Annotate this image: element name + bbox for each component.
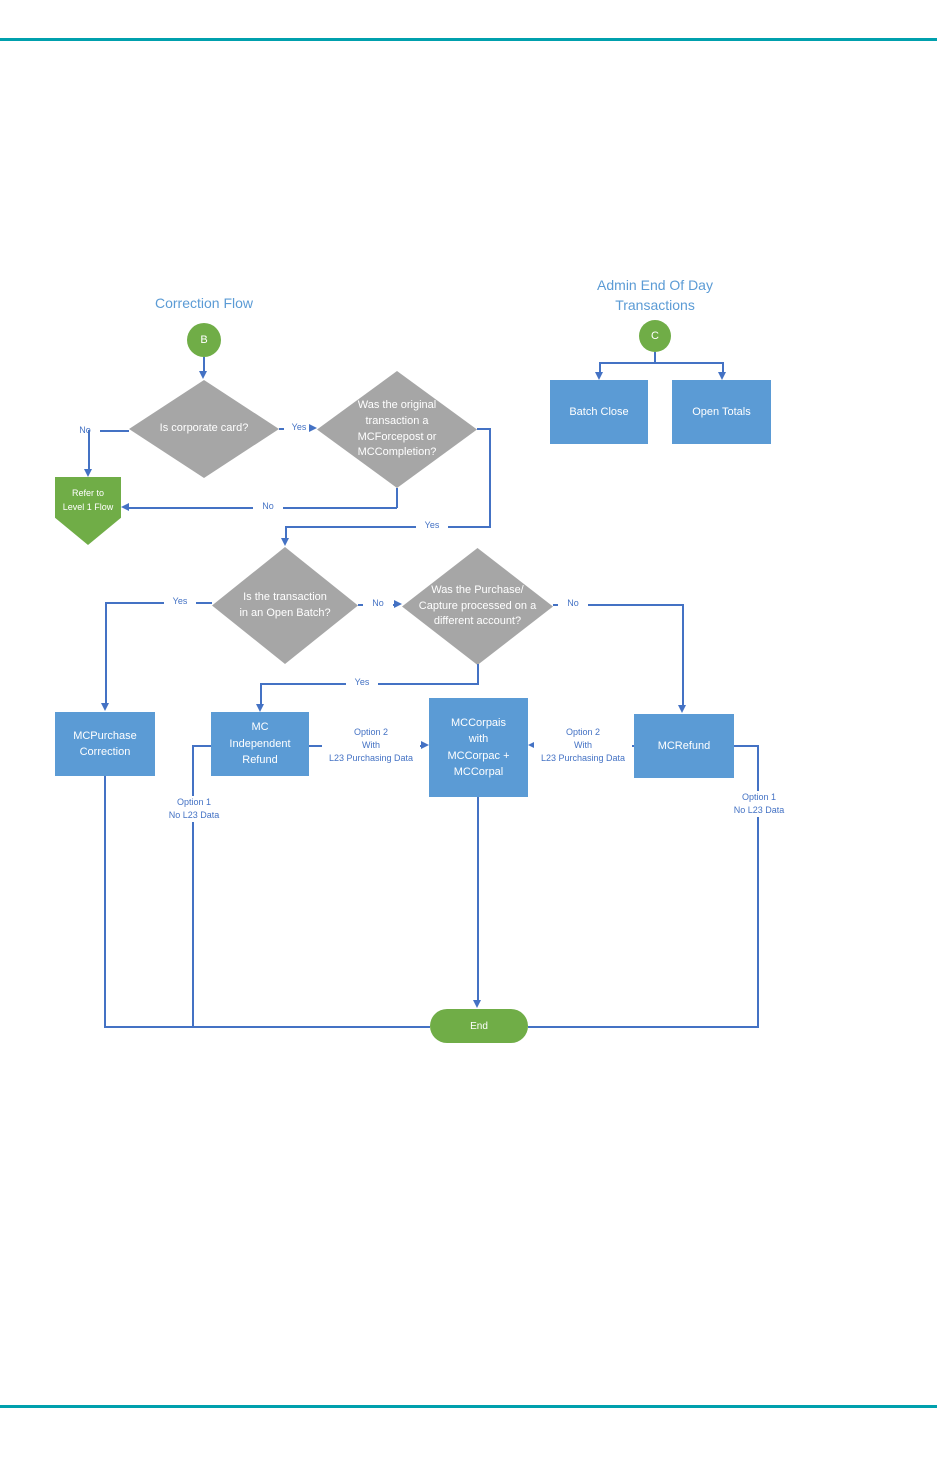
process-mc-independent-refund: MC Independent Refund	[211, 712, 309, 776]
connector-line	[477, 664, 479, 685]
arrowhead-down-icon	[84, 469, 92, 477]
connector-line	[722, 362, 724, 373]
label-yes-corporate: Yes	[284, 421, 314, 435]
connector-line	[599, 362, 724, 364]
arrowhead-down-icon	[256, 704, 264, 712]
connector-line	[757, 745, 759, 1027]
connector-line	[599, 362, 601, 373]
label-no-original: No	[253, 500, 283, 514]
process-batch-close: Batch Close	[550, 380, 648, 444]
decision-open-batch-label: Is the transaction in an Open Batch?	[239, 590, 331, 619]
process-mc-independent-refund-label: MC Independent Refund	[229, 721, 291, 767]
connector-line	[682, 604, 684, 706]
connector-line	[88, 430, 129, 432]
decision-different-account-label: Was the Purchase/ Capture processed on a…	[418, 583, 537, 628]
process-mccorpais-label: MCCorpais with MCCorpac + MCCorpal	[447, 716, 510, 779]
start-connector-b: B	[187, 323, 221, 357]
arrowhead-down-icon	[281, 538, 289, 546]
connector-line	[477, 428, 491, 430]
start-connector-c: C	[639, 320, 671, 352]
arrowhead-down-icon	[678, 705, 686, 713]
process-open-totals-label: Open Totals	[692, 405, 751, 418]
process-batch-close-label: Batch Close	[569, 405, 629, 418]
arrowhead-right-icon	[309, 424, 317, 432]
connector-line	[396, 488, 398, 508]
arrowhead-down-icon	[718, 372, 726, 380]
label-option2-left: Option 2 With L23 Purchasing Data	[322, 726, 420, 766]
end-terminator-label: End	[470, 1020, 488, 1032]
connector-line	[88, 430, 90, 470]
label-option1-right: Option 1 No L23 Data	[721, 791, 797, 818]
bottom-rule	[0, 1405, 937, 1408]
connector-line	[553, 604, 683, 606]
connector-line	[105, 602, 212, 604]
connector-line	[654, 352, 656, 363]
connector-line	[477, 797, 479, 1001]
process-open-totals: Open Totals	[672, 380, 771, 444]
process-mccorpais: MCCorpais with MCCorpac + MCCorpal	[429, 698, 528, 797]
connector-line	[105, 602, 107, 704]
connector-line	[528, 1026, 759, 1028]
connector-line	[104, 776, 106, 1027]
decision-corporate-card-label: Is corporate card?	[159, 422, 249, 435]
arrowhead-left-icon	[121, 503, 129, 511]
label-yes-original: Yes	[416, 519, 448, 533]
decision-corporate-card: Is corporate card?	[129, 380, 279, 478]
decision-original-transaction-label: Was the original transaction a MCForcepo…	[357, 398, 437, 459]
start-connector-c-label: C	[651, 330, 659, 342]
offpage-refer-level1-label: Refer to Level 1 Flow	[62, 488, 114, 513]
decision-open-batch: Is the transaction in an Open Batch?	[212, 547, 358, 664]
decision-different-account: Was the Purchase/ Capture processed on a…	[402, 548, 553, 665]
label-yes-open-batch: Yes	[164, 595, 196, 609]
label-no-open-batch: No	[363, 597, 393, 611]
connector-line	[203, 357, 205, 372]
start-connector-b-label: B	[200, 334, 208, 346]
process-mcrefund-label: MCRefund	[657, 739, 711, 752]
connector-line	[285, 526, 491, 528]
top-rule	[0, 38, 937, 41]
process-mcrefund: MCRefund	[634, 714, 734, 778]
label-option1-left: Option 1 No L23 Data	[156, 796, 232, 823]
arrowhead-down-icon	[473, 1000, 481, 1008]
connector-line	[104, 1026, 430, 1028]
label-yes-different-account: Yes	[346, 676, 378, 690]
end-terminator: End	[430, 1009, 528, 1043]
label-no-different-account: No	[558, 597, 588, 611]
offpage-refer-level1: Refer to Level 1 Flow	[55, 477, 121, 545]
connector-line	[285, 526, 287, 539]
arrowhead-down-icon	[101, 703, 109, 711]
process-mcpurchase-correction: MCPurchase Correction	[55, 712, 155, 776]
decision-original-transaction: Was the original transaction a MCForcepo…	[317, 371, 477, 488]
admin-flow-title: Admin End Of Day Transactions	[597, 277, 713, 313]
arrowhead-right-icon	[394, 600, 402, 608]
connector-line	[489, 428, 491, 527]
connector-line	[260, 683, 262, 705]
label-no-corporate: No	[70, 424, 100, 438]
connector-line	[192, 745, 194, 1027]
arrowhead-left-icon	[528, 741, 536, 749]
arrowhead-down-icon	[199, 371, 207, 379]
connector-line	[734, 745, 758, 747]
correction-flow-title: Correction Flow	[154, 295, 254, 311]
label-option2-right: Option 2 With L23 Purchasing Data	[534, 726, 632, 766]
arrowhead-down-icon	[595, 372, 603, 380]
connector-line	[192, 745, 211, 747]
process-mcpurchase-correction-label: MCPurchase Correction	[73, 729, 137, 759]
arrowhead-right-icon	[421, 741, 429, 749]
